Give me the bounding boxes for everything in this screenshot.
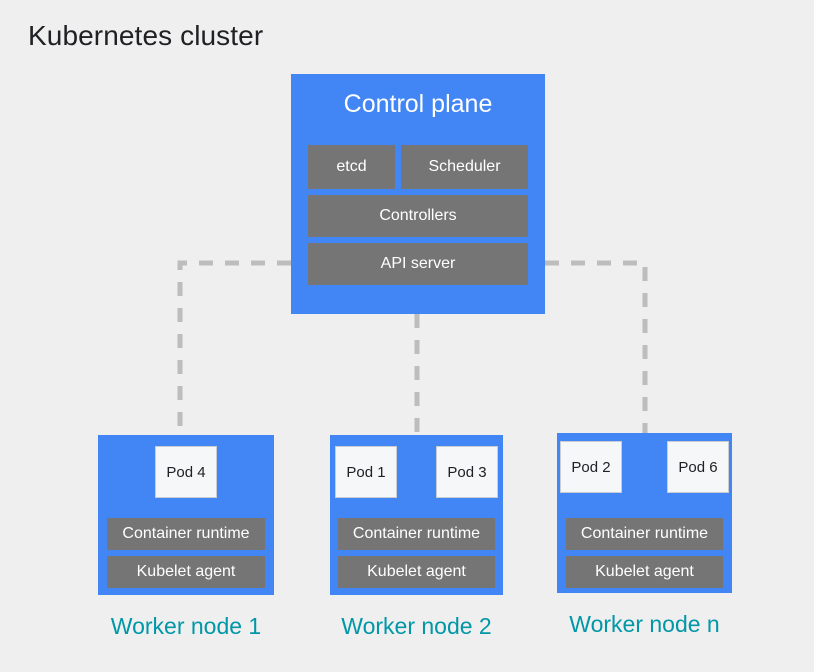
worker-node-1-container-runtime[interactable]: Container runtime: [107, 518, 265, 550]
control-plane-component-etcd[interactable]: etcd: [308, 145, 395, 189]
control-plane-component-scheduler[interactable]: Scheduler: [401, 145, 528, 189]
pod-box[interactable]: Pod 6: [667, 441, 729, 493]
page-title: Kubernetes cluster: [28, 20, 264, 51]
pod-box[interactable]: Pod 1: [335, 446, 397, 498]
control-plane-box[interactable]: Control plane etcd Scheduler Controllers…: [291, 74, 545, 314]
pod-box[interactable]: Pod 4: [155, 446, 217, 498]
control-plane-component-controllers[interactable]: Controllers: [308, 195, 528, 237]
worker-node-1-kubelet-agent[interactable]: Kubelet agent: [107, 556, 265, 588]
control-plane-title: Control plane: [343, 90, 493, 118]
pod-box[interactable]: Pod 2: [560, 441, 622, 493]
worker-node-n-kubelet-agent[interactable]: Kubelet agent: [566, 556, 723, 588]
worker-node-2-box[interactable]: Pod 1 Pod 3 Container runtime Kubelet ag…: [330, 435, 503, 595]
connector-api-server-to-worker-n: [545, 260, 648, 433]
connector-api-server-to-worker-1: [177, 260, 291, 435]
worker-node-1-label: Worker node 1: [110, 613, 262, 639]
worker-node-n-container-runtime[interactable]: Container runtime: [566, 518, 723, 550]
control-plane-component-api-server[interactable]: API server: [308, 243, 528, 285]
worker-node-2-label: Worker node 2: [341, 613, 492, 639]
worker-node-1-box[interactable]: Pod 4 Container runtime Kubelet agent: [98, 435, 274, 595]
worker-node-n-box[interactable]: Pod 2 Pod 6 Container runtime Kubelet ag…: [557, 433, 732, 593]
worker-node-2-kubelet-agent[interactable]: Kubelet agent: [338, 556, 495, 588]
pod-box[interactable]: Pod 3: [436, 446, 498, 498]
worker-node-2-container-runtime[interactable]: Container runtime: [338, 518, 495, 550]
worker-node-n-label: Worker node n: [569, 611, 720, 637]
